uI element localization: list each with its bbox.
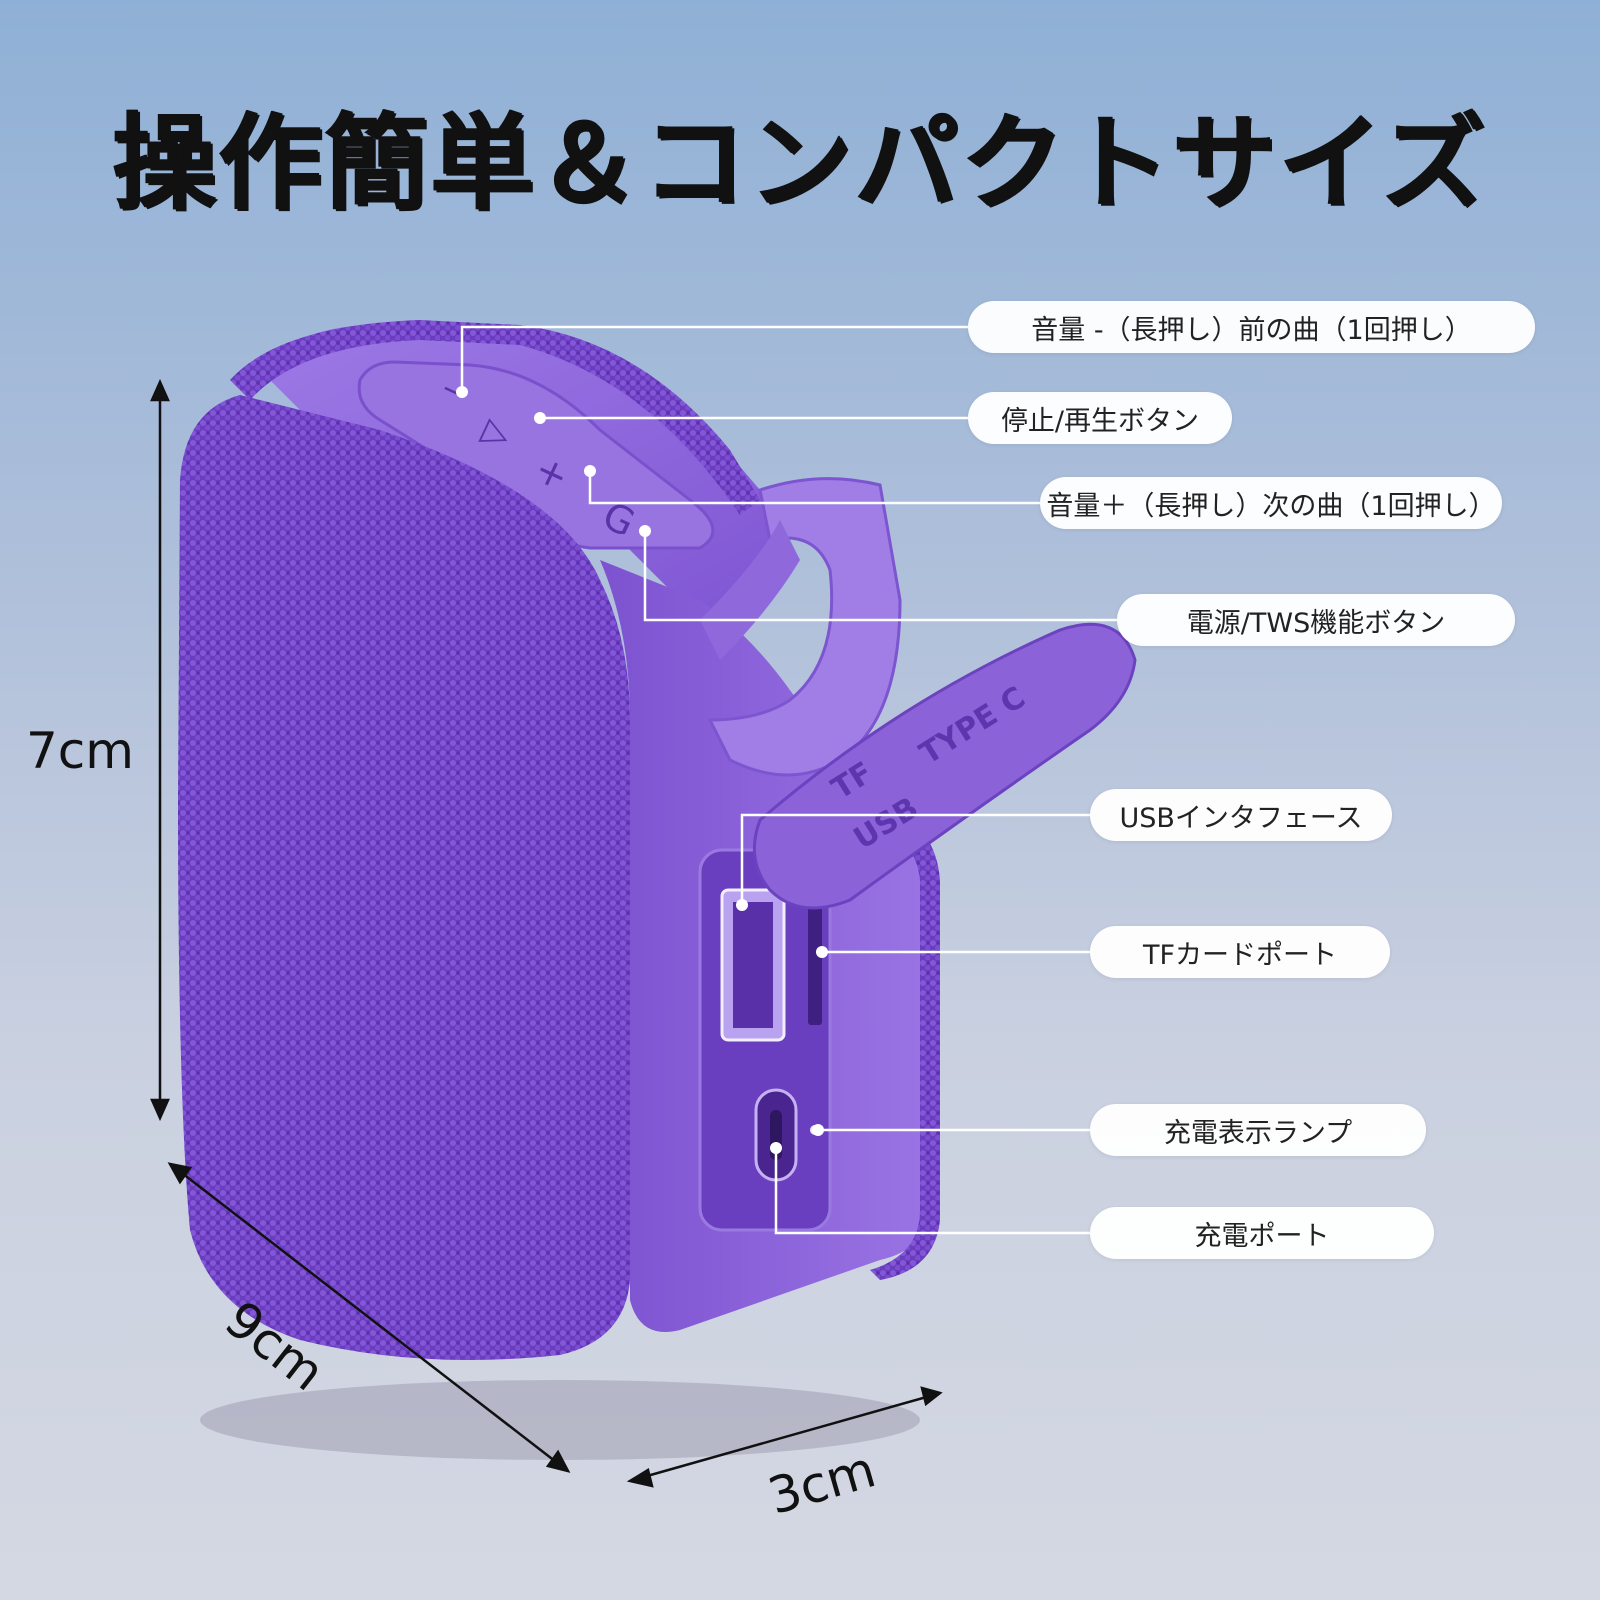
dot-power: [639, 525, 651, 537]
height-arrow-bottom: [150, 1098, 170, 1122]
width-arrow-start: [167, 1162, 193, 1185]
tf-slot: [808, 895, 822, 1025]
callout-charge-led: 充電表示ランプ: [1090, 1104, 1426, 1156]
callout-usb: USBインタフェース: [1090, 789, 1392, 841]
speaker-shadow: [200, 1380, 920, 1460]
dot-charge: [770, 1142, 782, 1154]
callout-tf: TFカードポート: [1090, 926, 1390, 978]
leader-power: [643, 531, 1117, 622]
height-arrow-top: [150, 378, 170, 402]
height-label: 7cm: [26, 722, 135, 780]
dot-led: [812, 1124, 824, 1136]
button-panel: [357, 360, 715, 550]
dot-vol-down: [456, 386, 468, 398]
dimension-arrows: [150, 378, 943, 1488]
callout-power: 電源/TWS機能ボタン: [1117, 594, 1515, 646]
speaker-top-fabric: [230, 320, 760, 515]
port-cover: [752, 622, 1137, 910]
callout-vol-down: 音量 -（長押し）前の曲（1回押し）: [968, 301, 1535, 353]
usb-port-inner: [733, 902, 773, 1028]
callout-play-pause: 停止/再生ボタン: [968, 392, 1232, 444]
leader-vol-down: [460, 325, 968, 392]
speaker-front-grille: [178, 395, 630, 1360]
depth-arrow-end: [920, 1386, 943, 1407]
callout-dots: [456, 386, 828, 1154]
lanyard-strap-inner: [700, 520, 800, 660]
callout-vol-up: 音量＋（長押し）次の曲（1回押し）: [1040, 477, 1502, 529]
callout-charge-port: 充電ポート: [1090, 1207, 1434, 1259]
callout-lines: [460, 325, 1117, 1235]
dot-tf: [816, 946, 828, 958]
width-arrow-end: [545, 1449, 571, 1473]
dot-play: [534, 412, 546, 424]
leader-vol-up: [588, 471, 1040, 505]
speaker-side-fabric: [870, 810, 940, 1280]
dot-vol-up: [584, 465, 596, 477]
dot-usb: [736, 899, 748, 911]
width-arrow-line: [177, 1169, 561, 1466]
leader-charge: [774, 1148, 1090, 1235]
leader-usb: [740, 813, 1090, 905]
page-title: 操作簡単＆コンパクトサイズ: [112, 102, 1488, 224]
depth-arrow-line: [639, 1394, 931, 1480]
depth-arrow-start: [626, 1468, 654, 1488]
